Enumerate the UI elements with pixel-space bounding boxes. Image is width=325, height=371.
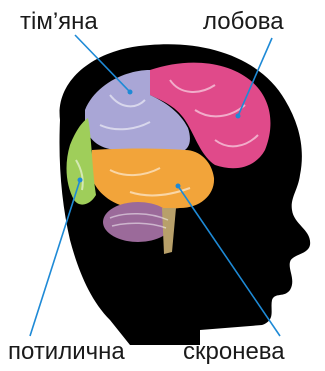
label-frontal-lobe: лобова (203, 10, 284, 34)
label-occipital-lobe: потилична (8, 340, 125, 364)
label-parietal-lobe: тім’яна (20, 10, 98, 34)
pointer-dot-temporal (176, 184, 181, 189)
label-temporal-lobe: скронева (183, 340, 285, 364)
pointer-line-occipital (30, 180, 80, 336)
pointer-dot-parietal (128, 90, 133, 95)
pointer-dot-frontal (236, 114, 241, 119)
pointer-dot-occipital (78, 178, 83, 183)
